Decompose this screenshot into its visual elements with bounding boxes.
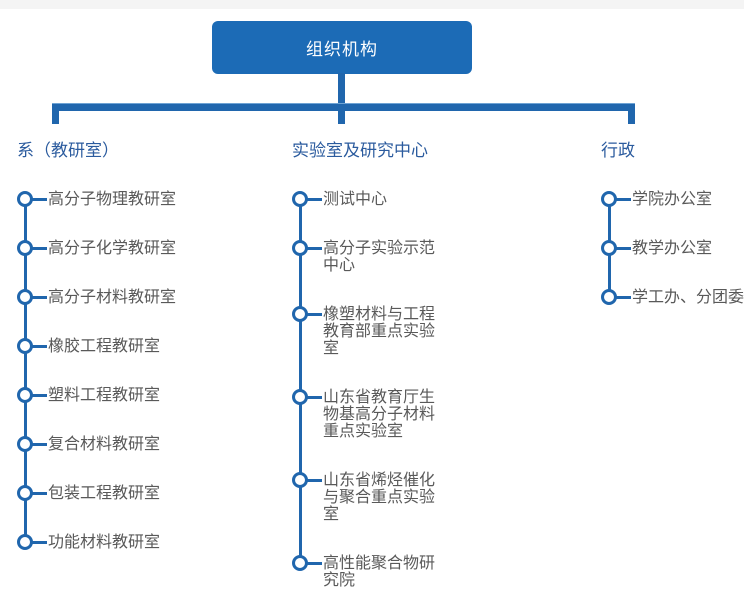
org-item: 学工办、分团委 <box>601 289 744 306</box>
org-item-label: 橡塑材料与工程教育部重点实验室 <box>323 306 436 357</box>
node-circle-icon <box>601 191 631 207</box>
connector-vertical-drop <box>338 73 345 104</box>
connector-stub-left <box>52 104 59 124</box>
node-circle-icon <box>17 436 47 452</box>
column-administration: 行政 学院办公室教学办公室学工办、分团委 <box>601 140 744 338</box>
org-item: 山东省烯烃催化与聚合重点实验室 <box>292 472 444 523</box>
org-item-label: 高性能聚合物研究院 <box>323 555 436 589</box>
org-item-label: 测试中心 <box>323 191 388 208</box>
column-header: 系（教研室） <box>17 141 119 160</box>
node-circle-icon <box>17 387 47 403</box>
node-circle-icon <box>292 191 322 207</box>
org-item-label: 高分子化学教研室 <box>48 240 177 257</box>
node-circle-icon <box>17 534 47 550</box>
column-rail-line <box>23 199 27 542</box>
node-circle-icon <box>17 191 47 207</box>
node-circle-icon <box>601 240 631 256</box>
connector-stub-right <box>628 104 635 124</box>
org-item: 高性能聚合物研究院 <box>292 555 444 589</box>
org-item-label: 山东省烯烃催化与聚合重点实验室 <box>323 472 436 523</box>
org-item-label: 复合材料教研室 <box>48 436 161 453</box>
node-circle-icon <box>601 289 631 305</box>
column-items: 测试中心高分子实验示范中心橡塑材料与工程教育部重点实验室山东省教育厅生物基高分子… <box>292 191 444 589</box>
node-circle-icon <box>17 289 47 305</box>
org-item-label: 山东省教育厅生物基高分子材料重点实验室 <box>323 389 436 440</box>
org-root-box: 组织机构 <box>212 21 472 74</box>
column-items: 高分子物理教研室高分子化学教研室高分子材料教研室橡胶工程教研室塑料工程教研室复合… <box>17 191 232 551</box>
node-circle-icon <box>292 240 322 256</box>
node-circle-icon <box>292 472 322 488</box>
org-item-label: 学工办、分团委 <box>632 289 744 306</box>
org-item: 包装工程教研室 <box>17 485 232 502</box>
org-item-label: 塑料工程教研室 <box>48 387 161 404</box>
column-header: 行政 <box>601 141 635 160</box>
org-item: 教学办公室 <box>601 240 744 257</box>
org-item: 高分子材料教研室 <box>17 289 232 306</box>
node-circle-icon <box>292 555 322 571</box>
org-item-label: 学院办公室 <box>632 191 713 208</box>
org-item: 橡胶工程教研室 <box>17 338 232 355</box>
org-item-label: 橡胶工程教研室 <box>48 338 161 355</box>
org-item: 塑料工程教研室 <box>17 387 232 404</box>
org-item: 高分子实验示范中心 <box>292 240 444 274</box>
org-item: 橡塑材料与工程教育部重点实验室 <box>292 306 444 357</box>
org-item: 功能材料教研室 <box>17 534 232 551</box>
org-item-label: 高分子实验示范中心 <box>323 240 436 274</box>
org-item-label: 包装工程教研室 <box>48 485 161 502</box>
column-items: 学院办公室教学办公室学工办、分团委 <box>601 191 744 306</box>
connector-stub-middle <box>338 104 345 124</box>
node-circle-icon <box>17 338 47 354</box>
org-item-label: 教学办公室 <box>632 240 713 257</box>
org-item: 山东省教育厅生物基高分子材料重点实验室 <box>292 389 444 440</box>
org-item: 复合材料教研室 <box>17 436 232 453</box>
column-header: 实验室及研究中心 <box>292 141 428 160</box>
node-circle-icon <box>17 485 47 501</box>
node-circle-icon <box>17 240 47 256</box>
column-departments: 系（教研室） 高分子物理教研室高分子化学教研室高分子材料教研室橡胶工程教研室塑料… <box>17 140 232 583</box>
org-item-label: 功能材料教研室 <box>48 534 161 551</box>
column-labs: 实验室及研究中心 测试中心高分子实验示范中心橡塑材料与工程教育部重点实验室山东省… <box>292 140 444 595</box>
node-circle-icon <box>292 389 322 405</box>
column-rail-line <box>298 199 302 563</box>
org-item: 高分子化学教研室 <box>17 240 232 257</box>
org-root-label: 组织机构 <box>306 40 378 59</box>
node-circle-icon <box>292 306 322 322</box>
page-top-strip <box>0 0 744 9</box>
org-item: 测试中心 <box>292 191 444 208</box>
org-item: 学院办公室 <box>601 191 744 208</box>
org-item: 高分子物理教研室 <box>17 191 232 208</box>
org-item-label: 高分子物理教研室 <box>48 191 177 208</box>
org-item-label: 高分子材料教研室 <box>48 289 177 306</box>
